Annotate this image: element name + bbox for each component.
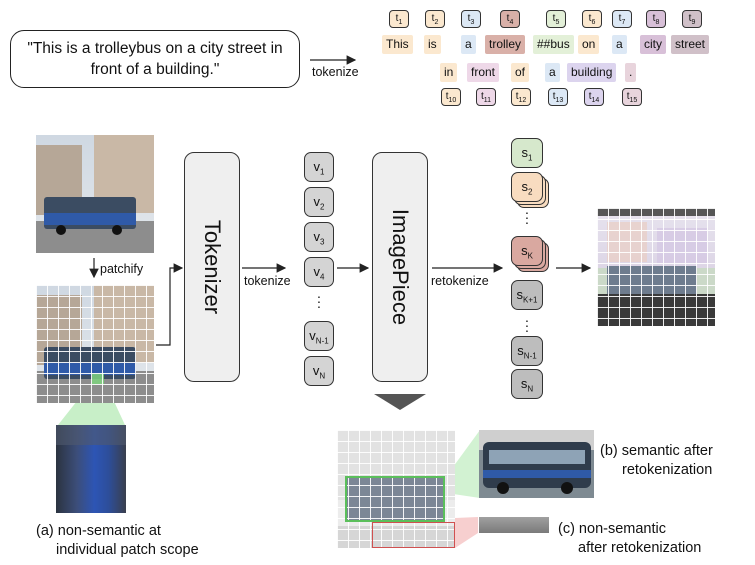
token-id-3: t3 — [461, 10, 481, 28]
token-id-12: t12 — [511, 88, 531, 106]
patchify-label: patchify — [100, 262, 144, 276]
caption-a-line1: (a) non-semantic at — [36, 523, 161, 539]
token-word: on — [578, 35, 600, 54]
zoomed-road-c — [479, 517, 549, 533]
token-word: a — [461, 35, 476, 54]
token-word: in — [440, 63, 458, 82]
s-ellipsis-icon-2: ··· — [524, 312, 530, 338]
token-word: . — [625, 63, 637, 82]
caption-c-line2: after retokenization — [578, 540, 702, 556]
caption-box: "This is a trolleybus on a city street i… — [10, 30, 300, 88]
imagepiece-box: ImagePiece — [372, 152, 428, 382]
token-word: city — [640, 35, 666, 54]
token-id-7: t7 — [612, 10, 632, 28]
s-token-n: sN — [511, 369, 543, 399]
s-token-1: s1 — [511, 138, 543, 168]
v-token-1: v1 — [304, 152, 334, 182]
token-word: of — [511, 63, 530, 82]
token-id-10: t10 — [441, 88, 461, 106]
tokenizer-label: Tokenizer — [200, 219, 225, 315]
tokenize-label-top: tokenize — [312, 65, 359, 79]
s-token-k: sK — [511, 236, 543, 266]
highlight-patch-image — [337, 430, 455, 548]
token-word: building — [567, 63, 617, 82]
token-id-4: t4 — [500, 10, 520, 28]
token-word: street — [671, 35, 710, 54]
v-token-n: vN — [304, 356, 334, 386]
retokenized-output-image — [597, 208, 715, 326]
token-id-9: t9 — [682, 10, 702, 28]
token-word: ##bus — [533, 35, 574, 54]
patchified-photo — [36, 285, 154, 403]
caption-text: "This is a trolleybus on a city street i… — [27, 40, 283, 78]
imagepiece-label: ImagePiece — [388, 208, 413, 326]
down-triangle-icon — [374, 394, 426, 410]
token-id-1: t1 — [389, 10, 409, 28]
token-id-13: t13 — [548, 88, 568, 106]
token-word: is — [424, 35, 441, 54]
v-token-4: v4 — [304, 257, 334, 287]
s-ellipsis-icon: ··· — [524, 204, 530, 230]
retokenize-label: retokenize — [431, 274, 489, 288]
tokenize-label-mid: tokenize — [244, 274, 291, 288]
token-word: This — [382, 35, 413, 54]
token-id-6: t6 — [582, 10, 602, 28]
arrow-to-tokenizer — [156, 263, 184, 346]
token-id-14: t14 — [584, 88, 604, 106]
bus-photo — [36, 135, 154, 253]
s-token-2: s2 — [511, 172, 543, 202]
v-token-2: v2 — [304, 187, 334, 217]
token-id-5: t5 — [546, 10, 566, 28]
token-id-2: t2 — [425, 10, 445, 28]
semantic-region-box — [345, 476, 445, 522]
caption-b-line1: (b) semantic after — [600, 443, 713, 459]
v-token-3: v3 — [304, 222, 334, 252]
caption-c-line1: (c) non-semantic — [558, 521, 666, 537]
caption-b-line2: retokenization — [622, 462, 713, 478]
v-ellipsis-icon: ··· — [316, 288, 322, 314]
s-token-n-1: sN-1 — [511, 336, 543, 366]
token-word: front — [467, 63, 500, 82]
tokenizer-box: Tokenizer — [184, 152, 240, 382]
zoomed-patch — [56, 425, 126, 513]
token-word: trolley — [485, 35, 526, 54]
token-id-11: t11 — [476, 88, 496, 106]
v-token-n-1: vN-1 — [304, 321, 334, 351]
token-word: a — [545, 63, 560, 82]
token-id-8: t8 — [646, 10, 666, 28]
token-word: a — [612, 35, 627, 54]
s-token-k1: sK+1 — [511, 280, 543, 310]
token-id-15: t15 — [622, 88, 642, 106]
caption-a-line2: individual patch scope — [56, 542, 199, 558]
zoomed-bus-b — [479, 430, 594, 498]
non-semantic-region-box — [372, 522, 455, 548]
